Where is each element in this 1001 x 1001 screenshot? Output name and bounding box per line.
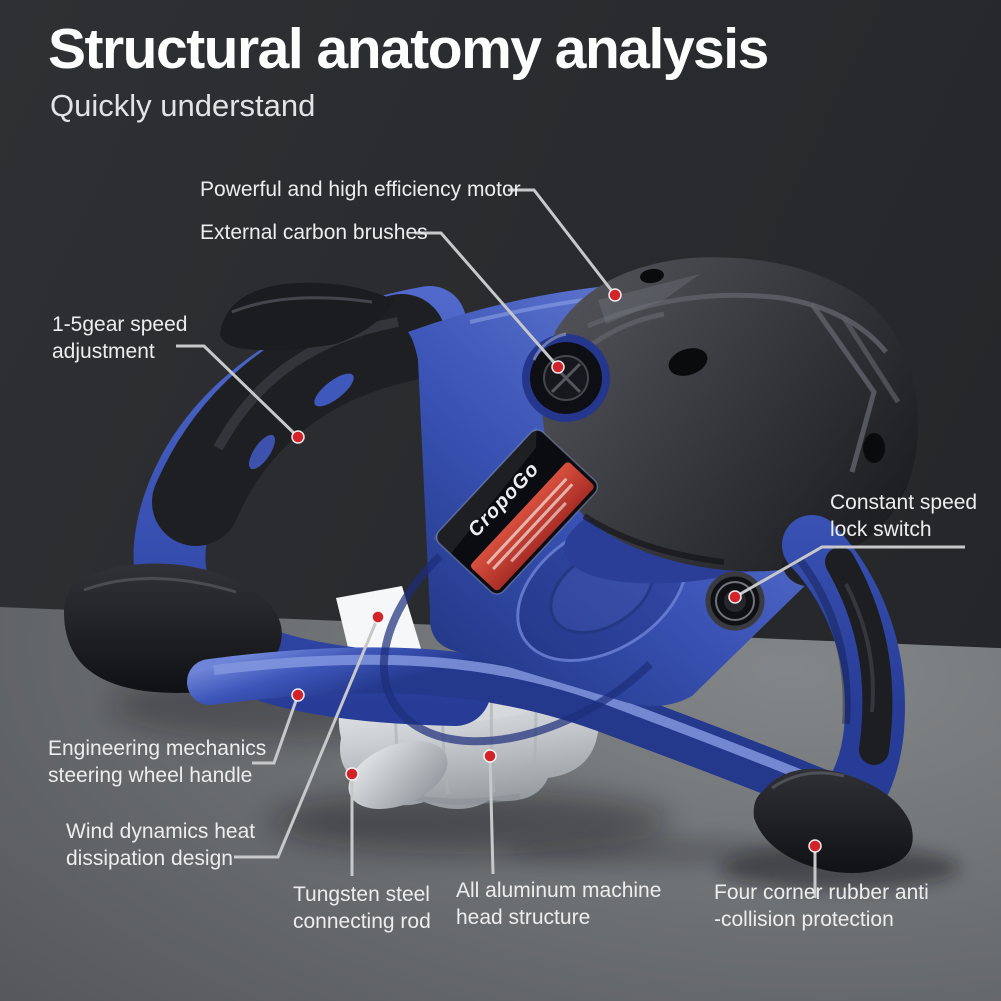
leader-dot-carbon-brushes: [551, 360, 565, 374]
leader-heat-dissipation: [234, 610, 385, 859]
leader-dot-steering-handle: [291, 688, 305, 702]
callout-label-motor: Powerful and high efficiency motor: [200, 178, 521, 201]
handle-rubber-grip: [152, 294, 446, 546]
page-title: Structural anatomy analysis: [48, 17, 769, 81]
leader-lock-switch: [728, 545, 965, 604]
rubber-foot: [753, 768, 913, 873]
leader-steering-handle: [252, 688, 305, 765]
leader-speed-adjustment: [176, 344, 305, 444]
connecting-rod-collar: [348, 741, 448, 809]
callout-label-machine-head: All aluminum machine head structure: [456, 879, 662, 929]
callout-label-speed-adjustment: 1-5gear speed adjustment: [52, 313, 188, 363]
right-handle-grip: [825, 547, 893, 765]
motor-cap: [542, 257, 918, 572]
callout-label-connecting-rod: Tungsten steel connecting rod: [293, 883, 431, 933]
page-subtitle: Quickly understand: [50, 87, 316, 123]
leader-dot-machine-head: [483, 749, 497, 763]
callout-label-lock-switch: Constant speed lock switch: [830, 491, 978, 541]
leader-dot-speed-adjustment: [291, 430, 305, 444]
leader-rubber-protection: [808, 839, 822, 898]
leader-dot-connecting-rod: [345, 767, 359, 781]
callout-label-steering-handle: Engineering mechanics steering wheel han…: [48, 737, 267, 787]
right-handle: [705, 515, 913, 873]
leader-dot-rubber-protection: [808, 839, 822, 853]
leader-connecting-rod: [345, 767, 359, 876]
steering-wheel-handle: [63, 282, 491, 726]
leader-dot-lock-switch: [728, 590, 742, 604]
leader-dot-heat-dissipation: [371, 610, 385, 624]
leader-dot-motor: [608, 288, 622, 302]
leader-carbon-brushes: [415, 231, 565, 374]
callout-label-heat-dissipation: Wind dynamics heat dissipation design: [66, 820, 256, 870]
callout-label-rubber-protection: Four corner rubber anti -collision prote…: [714, 881, 929, 931]
callout-label-carbon-brushes: External carbon brushes: [200, 221, 428, 244]
leader-motor: [508, 188, 622, 302]
leader-machine-head: [483, 749, 497, 875]
carbon-brush-cap: [522, 332, 610, 422]
header-block: Structural anatomy analysis Quickly unde…: [48, 17, 769, 124]
